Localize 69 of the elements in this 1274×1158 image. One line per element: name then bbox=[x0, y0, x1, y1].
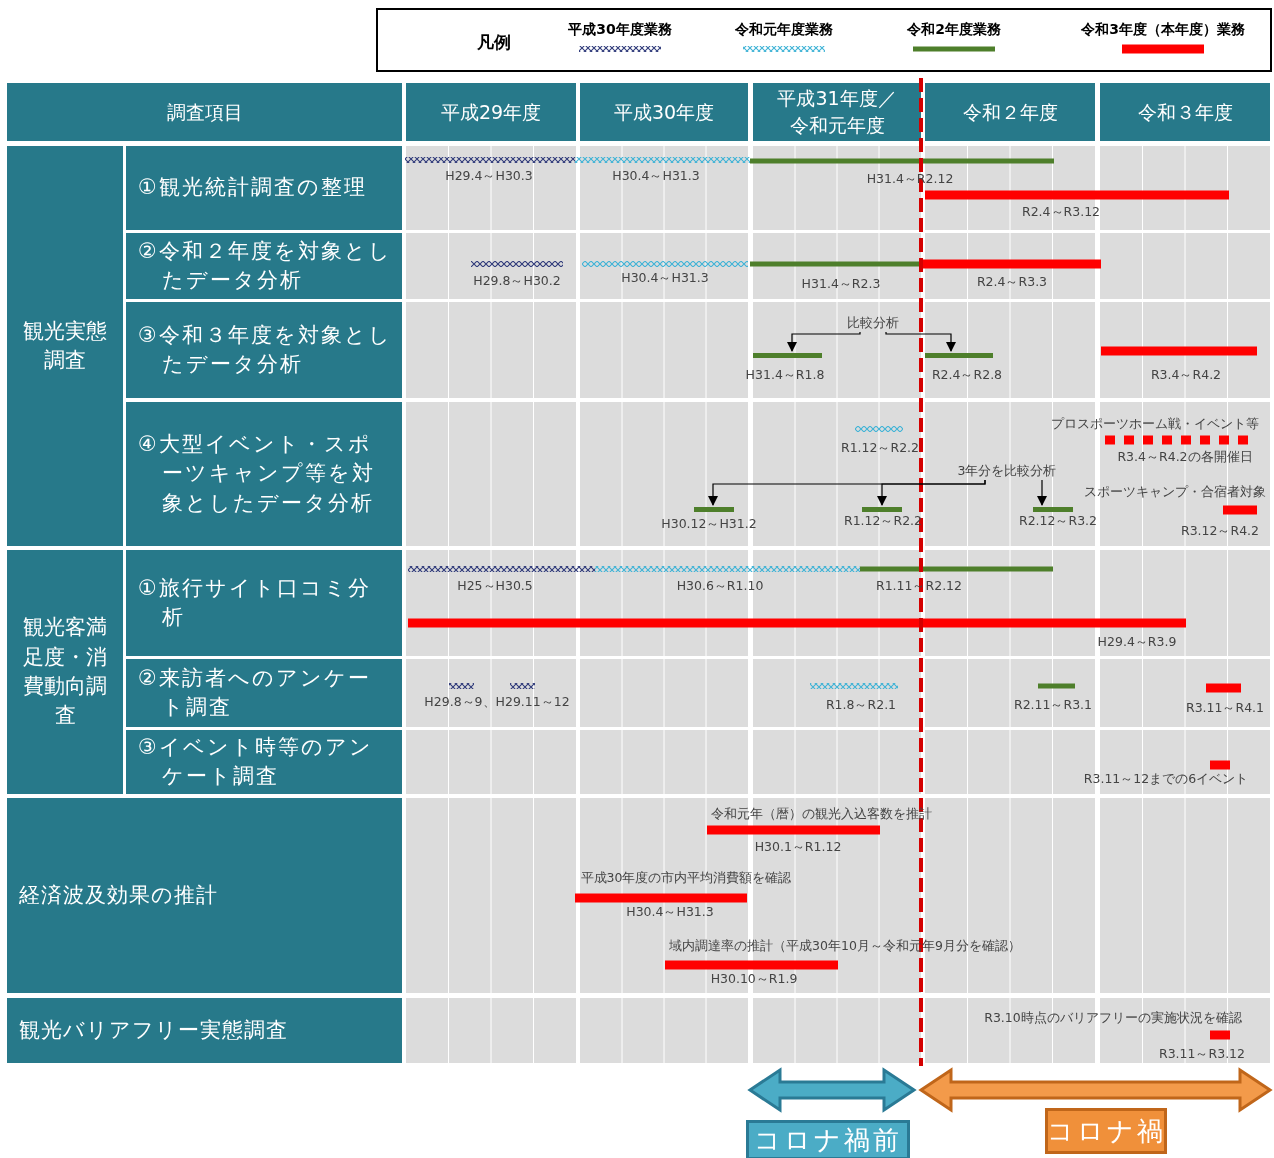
legend-title: 凡例 bbox=[477, 30, 511, 54]
gantt-bar bbox=[862, 506, 902, 512]
gantt-bar bbox=[753, 352, 822, 358]
period-label: H31.4～R1.8 bbox=[745, 366, 825, 384]
row-header-cell: 観光バリアフリー実態調査 bbox=[7, 998, 402, 1063]
period-label: スポーツキャンプ・合宿者対象 bbox=[1084, 483, 1266, 501]
header-cell: 平成30年度 bbox=[580, 83, 748, 141]
period-label: H30.4～H31.3 bbox=[626, 903, 714, 921]
arrow bbox=[1037, 479, 1047, 506]
row-header-cell: ①観光統計調査の整理 bbox=[126, 146, 402, 230]
period-label: H25～H30.5 bbox=[457, 577, 533, 595]
legend-text: 令和3年度（本年度）業務 bbox=[1081, 21, 1245, 39]
period-label: R1.12～R2.2 bbox=[843, 512, 923, 530]
row-header-cell: 観光実態調査 bbox=[7, 146, 123, 546]
period-label: R3.10時点のバリアフリーの実施状況を確認 bbox=[984, 1009, 1242, 1027]
period-box: コロナ禍 bbox=[1045, 1108, 1167, 1154]
period-label: R1.12～R2.2 bbox=[840, 439, 920, 457]
row-header-cell: ④大型イベント・スポーツキャンプ等を対象としたデータ分析 bbox=[126, 402, 402, 546]
gantt-bar bbox=[925, 352, 993, 358]
period-label: R1.8～R2.1 bbox=[825, 696, 897, 714]
period-label: 令和元年（暦）の観光入込客数を推計 bbox=[710, 805, 932, 823]
period-label: R2.4～R3.12 bbox=[1021, 203, 1101, 221]
row-header-cell: ②来訪者へのアンケート調査 bbox=[126, 659, 402, 727]
arrow bbox=[885, 331, 956, 352]
arrow bbox=[787, 331, 861, 352]
gantt-bar bbox=[694, 506, 734, 512]
period-label: H30.6～R1.10 bbox=[676, 577, 764, 595]
period-label: R3.4～R4.2 bbox=[1150, 366, 1222, 384]
period-label: R2.4～R3.3 bbox=[976, 273, 1048, 291]
period-label: R3.12～R4.2 bbox=[1180, 522, 1260, 540]
period-label: H29.8～9、H29.11～12 bbox=[424, 693, 570, 711]
header-cell: 調査項目 bbox=[7, 83, 402, 141]
period-label: H29.4～R3.9 bbox=[1097, 633, 1177, 651]
period-label: R2.11～R3.1 bbox=[1013, 696, 1093, 714]
gantt-bar bbox=[1033, 506, 1073, 512]
period-label: H29.4～H30.3 bbox=[445, 167, 533, 185]
period-box: コロナ禍前 bbox=[746, 1120, 910, 1158]
header-cell: 平成31年度／令和元年度 bbox=[753, 83, 921, 141]
header-cell: 令和３年度 bbox=[1100, 83, 1270, 141]
legend-text: 平成30年度業務 bbox=[568, 21, 672, 39]
annotation-text: 3年分を比較分析 bbox=[955, 463, 1059, 480]
header-cell: 平成29年度 bbox=[406, 83, 576, 141]
period-label: H30.4～H31.3 bbox=[621, 269, 709, 287]
period-label: H30.1～R1.12 bbox=[754, 838, 842, 856]
period-label: R3.11～R4.1 bbox=[1185, 699, 1265, 717]
row-header-cell: 経済波及効果の推計 bbox=[7, 798, 402, 993]
legend-text: 令和元年度業務 bbox=[735, 21, 833, 39]
period-label: H29.8～H30.2 bbox=[473, 272, 561, 290]
period-label: R3.11～R3.12 bbox=[1159, 1045, 1245, 1063]
period-label: H30.12～H31.2 bbox=[661, 515, 757, 533]
annotation-text: 比較分析 bbox=[845, 315, 901, 332]
period-label: H30.10～R1.9 bbox=[710, 970, 798, 988]
period-label: H31.4～R2.3 bbox=[801, 275, 881, 293]
period-label: R2.4～R2.8 bbox=[931, 366, 1003, 384]
row-header-cell: ①旅行サイト口コミ分析 bbox=[126, 550, 402, 656]
period-label: R3.11～12までの6イベント bbox=[1083, 770, 1249, 788]
row-header-cell: ③イベント時等のアンケート調査 bbox=[126, 730, 402, 794]
row-header-cell: ③令和３年度を対象としたデータ分析 bbox=[126, 302, 402, 398]
period-label: R3.4～R4.2の各開催日 bbox=[1117, 448, 1253, 466]
header-cell: 令和２年度 bbox=[925, 83, 1095, 141]
legend-text: 令和2年度業務 bbox=[907, 21, 1001, 39]
arrow bbox=[877, 479, 986, 506]
row-header-cell: ②令和２年度を対象としたデータ分析 bbox=[126, 233, 402, 299]
period-label: H31.4～R2.12 bbox=[866, 170, 954, 188]
period-label: R2.12～R3.2 bbox=[1018, 512, 1098, 530]
period-label: プロスポーツホーム戦・イベント等 bbox=[1051, 415, 1259, 433]
row-header-cell: 観光客満足度・消費動向調査 bbox=[7, 550, 123, 794]
period-label: 平成30年度の市内平均消費額を確認 bbox=[580, 869, 792, 887]
period-label: H30.4～H31.3 bbox=[612, 167, 700, 185]
